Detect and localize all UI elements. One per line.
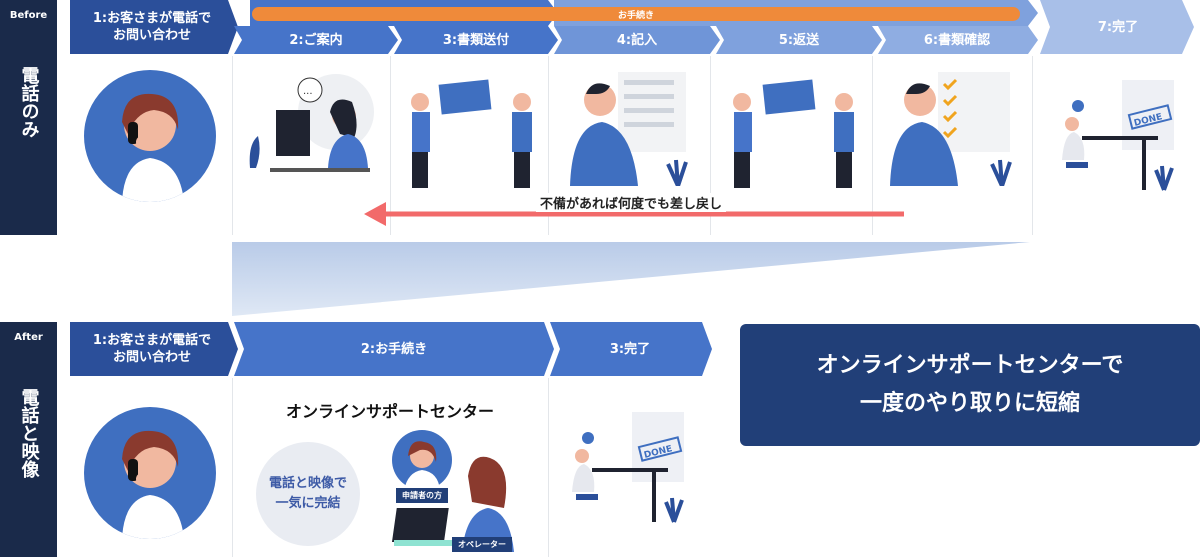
after-caller-illustration [84,407,216,539]
before-step-4-shape [554,26,720,54]
before-step-2-label: 2:ご案内 [289,32,343,48]
before-sidebar: Before 電話のみ [0,0,57,235]
after-step-2-label: 2:お手続き [360,341,428,357]
summary-line-1: オンラインサポートセンターで [816,353,1124,378]
before-tag: Before [9,10,48,21]
applicant-label: 申請者の方 [396,488,448,503]
summary-box: オンラインサポートセンターで 一度のやり取りに短縮 [740,324,1200,446]
after-step-2-shape [234,322,554,376]
before-step-7-shape [1040,0,1194,54]
after-step-3-shape [550,322,712,376]
before-method-label: 電話のみ [18,66,40,138]
before-step-3-label: 3:書類送付 [442,32,510,48]
completion-illustration: DONE [1062,80,1174,191]
after-step-1-shape [70,322,238,376]
operator-at-desk-illustration: ... [249,74,374,172]
before-step-1-shape [70,0,238,54]
before-step-4-label: 4:記入 [616,32,658,48]
before-step-5-label: 5:返送 [778,32,820,48]
after-sidebar: After 電話と映像 [0,322,57,557]
after-step-arrows [70,322,712,376]
transition-funnel [232,242,1030,316]
document-return-illustration [733,79,854,188]
support-center-title: オンラインサポートセンター [285,402,494,421]
before-step-5-shape [716,26,882,54]
after-tag: After [14,332,43,343]
after-method-label: 電話と映像 [18,388,40,478]
before-step-6-shape [878,26,1038,54]
return-note: 不備があれば何度でも差し戻し [536,193,727,212]
process-pill: お手続き [252,7,1020,21]
bubble-line-1: 電話と映像で [268,476,347,491]
after-step-3-label: 3:完了 [609,341,651,357]
operator-label: オペレーター [452,537,512,552]
summary-line-2: 一度のやり取りに短縮 [859,391,1080,416]
before-step-7-label: 7:完了 [1097,19,1139,35]
before-step-6-label: 6:書類確認 [923,32,991,48]
document-check-illustration [890,72,1012,186]
return-arrow [364,202,904,226]
form-filling-illustration [570,72,688,186]
bubble-line-2: 一気に完結 [275,496,341,511]
before-step-2-shape [234,26,398,54]
before-caller-illustration [84,70,216,202]
document-send-illustration [411,79,532,188]
before-step-3-shape [394,26,558,54]
before-step-1-label: 1:お客さまが電話で お問い合わせ [92,11,212,43]
svg-text:...: ... [303,86,313,97]
after-step-1-label: 1:お客さまが電話で お問い合わせ [92,333,212,365]
after-completion-illustration: DONE [572,412,684,523]
phone-video-bubble: 電話と映像で 一気に完結 [256,442,360,546]
